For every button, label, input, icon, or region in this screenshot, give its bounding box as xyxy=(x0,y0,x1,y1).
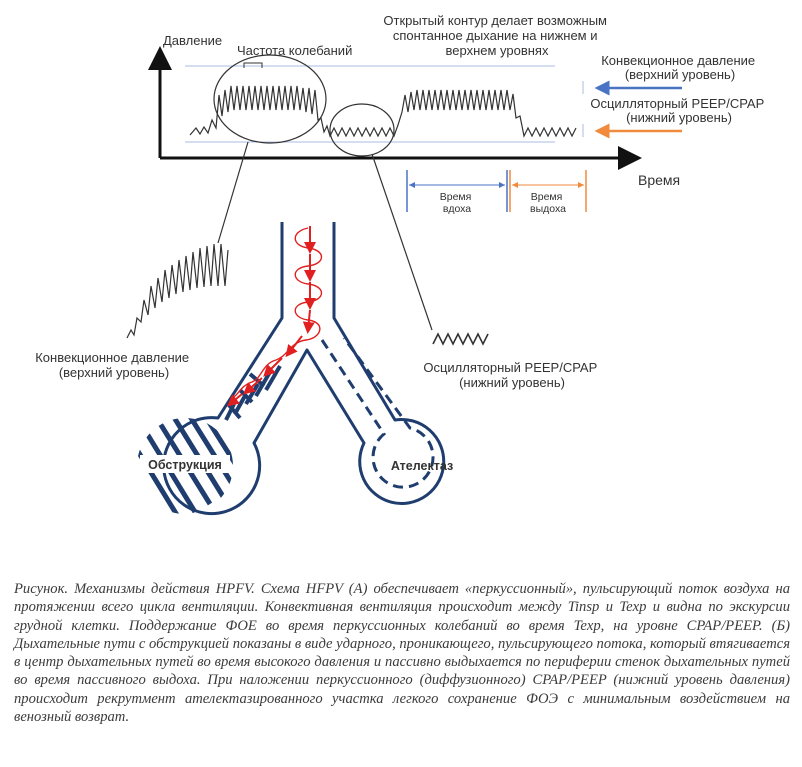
exhale-time-marker: Время выдоха xyxy=(509,170,587,215)
pressure-time-graph: Давление Время Частота колебаний Открыты… xyxy=(148,13,767,215)
atelectasis-dashed-wall xyxy=(320,337,435,489)
bronchus-hatching xyxy=(224,364,282,421)
svg-text:Время выдоха: Время выдоха xyxy=(530,191,566,215)
zoom-circle-upper xyxy=(213,54,327,144)
flow-arrows xyxy=(226,226,316,407)
airway-diagram: Обструкция Ателектаз xyxy=(137,222,453,516)
leader-line-osc xyxy=(371,153,433,331)
conv-pressure-label: Конвекционное давление (верхний уровень) xyxy=(601,53,759,82)
svg-text:Время вдоха: Время вдоха xyxy=(440,191,475,215)
open-circuit-note: Открытый контур делает возможным спонтан… xyxy=(383,13,610,58)
zoom-circle-lower xyxy=(329,103,395,157)
osc-peep-label: Осцилляторный PEEP/CPAP (нижний уровень) xyxy=(590,96,767,125)
obstruction-label-bg xyxy=(140,455,230,473)
osc-peep-zoom-wave xyxy=(432,332,489,346)
x-axis-label: Время xyxy=(638,172,680,188)
conv-pressure-zoom-wave xyxy=(126,243,229,339)
pressure-waveform xyxy=(189,85,577,138)
y-axis-label: Давление xyxy=(163,33,222,48)
zoom-conv-label: Конвекционное давление (верхний уровень) xyxy=(35,350,193,380)
leader-line-conv xyxy=(217,141,249,244)
pulsatile-flow-spiral xyxy=(231,227,323,399)
inhale-time-marker: Время вдоха xyxy=(406,170,508,215)
figure-caption: Рисунок. Механизмы действия HPFV. Схема … xyxy=(14,581,790,726)
obstruction-label: Обструкция xyxy=(148,458,222,472)
freq-label: Частота колебаний xyxy=(237,43,352,58)
atelectasis-label: Ателектаз xyxy=(391,459,453,473)
hfpv-mechanism-diagram: Давление Время Частота колебаний Открыты… xyxy=(35,13,767,516)
zoom-osc-label: Осцилляторный PEEP/CPAP (нижний уровень) xyxy=(423,360,600,390)
